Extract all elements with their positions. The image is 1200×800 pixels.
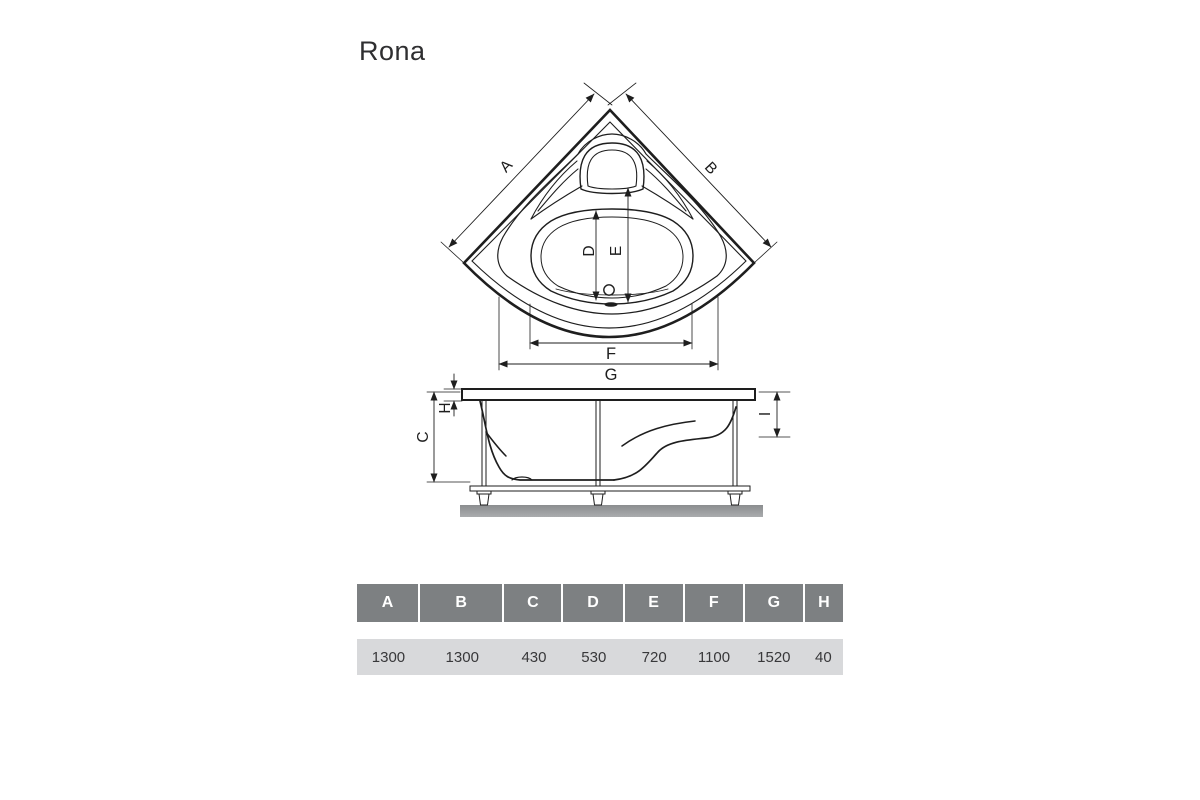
dim-label-h: H — [437, 402, 454, 413]
header-cell-g: G — [744, 584, 803, 622]
tub-outer-edge — [462, 108, 756, 339]
dim-b — [607, 82, 778, 264]
dim-a — [440, 82, 613, 264]
product-title: Rona — [359, 36, 426, 66]
value-cell-d: 530 — [581, 648, 607, 666]
header-cell-f: F — [684, 584, 743, 622]
header-cell-c: C — [504, 584, 562, 622]
dim-label-c: C — [415, 431, 432, 442]
dim-c — [426, 391, 471, 483]
headrest-outer — [579, 142, 645, 195]
dim-label-i: I — [757, 412, 774, 416]
dim-label-a: A — [497, 156, 517, 176]
header-cell-a: A — [357, 584, 419, 622]
dim-label-e: E — [608, 246, 625, 256]
table-value-row: 1300 1300 430 530 720 1100 1520 40 — [357, 639, 843, 675]
frame-legs — [481, 399, 738, 489]
dimensions-table: A B C D E F G H 1300 1300 430 530 720 11… — [357, 584, 843, 675]
value-cell-h: 40 — [815, 648, 832, 666]
dim-f — [529, 303, 693, 350]
dim-label-g: G — [605, 366, 618, 384]
table-row-gap — [357, 622, 843, 639]
header-cell-e: E — [624, 584, 683, 622]
value-cell-c: 430 — [521, 648, 547, 666]
value-cell-b: 1300 — [445, 648, 479, 666]
table-header-row: A B C D E F G H — [357, 584, 843, 622]
dim-h — [443, 373, 463, 417]
dim-g — [498, 296, 719, 371]
headrest-inner — [586, 149, 638, 190]
frame-feet — [476, 490, 743, 506]
dim-i — [758, 391, 791, 438]
dim-label-b: B — [701, 159, 720, 178]
left-wing-contours — [530, 160, 583, 220]
value-cell-e: 720 — [641, 648, 667, 666]
value-cell-f: 1100 — [697, 648, 731, 666]
header-cell-b: B — [420, 584, 503, 622]
rim-plank — [461, 388, 756, 401]
dim-label-d: D — [581, 245, 598, 256]
side-view — [426, 373, 791, 517]
top-view — [440, 82, 778, 371]
header-cell-h: H — [804, 584, 843, 622]
header-cell-d: D — [563, 584, 623, 622]
drain-circle — [603, 284, 615, 296]
drain-fitting — [604, 302, 618, 307]
dim-label-f: F — [606, 345, 616, 363]
ground — [460, 505, 763, 517]
value-cell-g: 1520 — [757, 648, 791, 666]
tub-inner-rim — [471, 121, 747, 329]
frame-rail — [469, 485, 751, 492]
tub-side-profile — [479, 400, 737, 481]
value-cell-a: 1300 — [371, 648, 406, 666]
